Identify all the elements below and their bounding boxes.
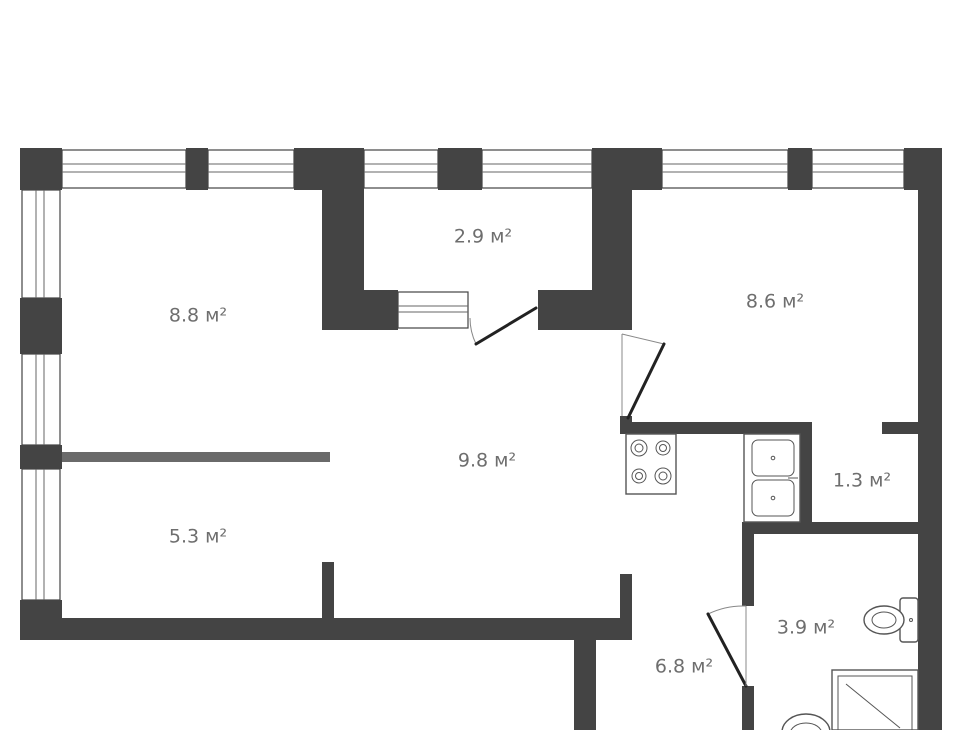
window-icon (661, 149, 789, 189)
wall-storage-right (592, 148, 632, 330)
wall-storage-bottom-left (322, 290, 398, 330)
window-icon (21, 189, 61, 299)
partition-wall (62, 452, 330, 462)
wall-kitchen-top (620, 422, 812, 434)
window-icon (363, 149, 439, 189)
sink-icon (743, 433, 801, 523)
room-area-label: 9.8 м² (458, 450, 516, 472)
windows (21, 149, 905, 601)
room-area-label: 2.9 м² (454, 226, 512, 248)
wall-left-pier-2 (20, 445, 62, 469)
wall-top-pier-5 (788, 148, 812, 190)
door-icon (621, 333, 666, 420)
wall-stub-center (322, 562, 334, 640)
window-icon (397, 291, 469, 329)
stove-icon (625, 433, 677, 495)
wall-bath-left-top (742, 522, 754, 606)
wall-corridor-left (574, 640, 596, 730)
room-area-label: 3.9 м² (777, 617, 835, 639)
window-icon (21, 468, 61, 601)
room-area-label: 5.3 м² (169, 526, 227, 548)
room-area-label: 6.8 м² (655, 656, 713, 678)
toilet-icon (863, 597, 919, 643)
window-icon (811, 149, 905, 189)
wall-left-pier-1 (20, 298, 62, 354)
room-area-label: 8.8 м² (169, 305, 227, 327)
walls (20, 148, 942, 730)
door-icon (469, 306, 538, 346)
area-labels: 8.8 м² 2.9 м² 8.6 м² 9.8 м² 5.3 м² 1.3 м… (169, 226, 891, 678)
shower-icon (831, 669, 919, 730)
window-icon (481, 149, 593, 189)
wall-bath-left-bottom (742, 686, 754, 730)
washbasin-icon (781, 713, 831, 730)
wall-top-left-corner (20, 148, 62, 190)
window-icon (207, 149, 295, 189)
wall-stub-right (620, 574, 632, 640)
window-icon (61, 149, 187, 189)
wall-closet-left (800, 422, 812, 524)
room-area-label: 1.3 м² (833, 470, 891, 492)
door-icon (706, 605, 748, 688)
wall-right (918, 148, 942, 730)
wall-closet-top-stub (882, 422, 922, 434)
room-area-label: 8.6 м² (746, 291, 804, 313)
wall-bath-top (742, 522, 942, 534)
wall-top-pier-3 (438, 148, 482, 190)
wall-top-pier-1 (186, 148, 208, 190)
wall-storage-bottom-right (538, 290, 600, 330)
window-icon (21, 353, 61, 446)
